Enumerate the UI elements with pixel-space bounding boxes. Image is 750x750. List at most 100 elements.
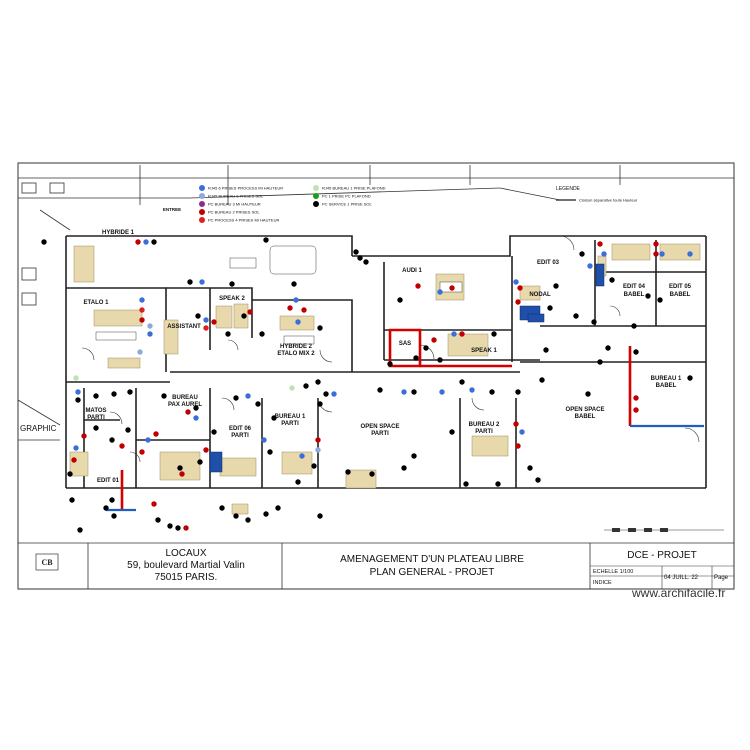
outlet-marker [411,453,417,459]
outlet-marker [469,387,475,393]
outlet-marker [415,283,421,289]
outlet-marker [491,331,497,337]
room-label: ASSISTANT [167,324,201,330]
legend-swatch [199,193,205,199]
outlet-marker [145,437,151,443]
outlet-marker [147,331,153,337]
outlet-marker [345,469,351,475]
outlet-marker [137,349,143,355]
outlet-marker [495,481,501,487]
outlet-marker [139,307,145,313]
outlet-marker [401,465,407,471]
outlet-marker [109,437,115,443]
outlet-marker [513,279,519,285]
legend-swatch [199,217,205,223]
outlet-marker [353,249,359,255]
outlet-marker [631,323,637,329]
outlet-marker [411,389,417,395]
graphic-label: GRAPHIC [20,424,57,433]
legend-label: PC BUREAU 2 PRISES SOL [208,210,260,215]
outlet-marker [653,241,659,247]
outlet-marker [413,355,419,361]
outlet-marker [437,289,443,295]
outlet-marker [229,281,235,287]
room-label: PARTI [87,415,105,421]
outlet-marker [71,457,77,463]
outlet-marker [301,307,307,313]
outlet-marker [183,525,189,531]
outlet-marker [303,383,309,389]
outlets-layer [41,237,693,533]
outlet-marker [515,389,521,395]
outlet-marker [127,389,133,395]
outlet-marker [193,405,199,411]
outlet-marker [179,471,185,477]
room-label: EDIT 06 [229,426,252,432]
room-label: BABEL [624,292,645,298]
room-label: ETALO 1 [84,300,110,306]
outlet-marker [187,279,193,285]
outlet-marker [167,523,173,529]
room-label: EDIT 04 [623,284,646,290]
room-labels: HYBRIDE 1 ETALO 1 ASSISTANT SPEAK 2 HYBR… [20,207,692,484]
outlet-marker [323,391,329,397]
outlet-marker [397,297,403,303]
outlet-marker [315,447,321,453]
room-label: BUREAU [172,395,198,401]
outlet-marker [543,347,549,353]
outlet-marker [553,283,559,289]
room-label: OPEN SPACE [566,407,605,413]
outlet-marker [317,401,323,407]
outlet-marker [245,393,251,399]
outlet-marker [585,391,591,397]
door-swings [81,235,700,463]
outlet-marker [315,437,321,443]
outlet-marker [315,379,321,385]
outlet-marker [151,239,157,245]
locaux-title: LOCAUX [165,548,206,559]
room-label: PARTI [475,429,493,435]
legend-label: PC 1 PRISE PC PLAFOND [322,194,371,199]
legend-label: PC SERVICE 1 PRISE SOL [322,202,372,207]
firm-logo [35,553,59,571]
outlet-marker [193,415,199,421]
legend-label: PC BUREAU 3 MI HAUTEUR [208,202,261,207]
furniture [69,243,701,515]
room-label: BUREAU 1 [275,414,306,420]
outlet-marker [601,251,607,257]
outlet-marker [139,317,145,323]
outlet-marker [535,477,541,483]
outlet-marker [547,305,553,311]
outlet-marker [203,325,209,331]
legend-title: LEGENDE [556,186,581,192]
outlet-marker [597,359,603,365]
outlet-marker [233,395,239,401]
outlet-marker [147,323,153,329]
room-label: PARTI [281,421,299,427]
outlet-marker [687,375,693,381]
outlet-marker [161,393,167,399]
outlet-marker [125,427,131,433]
outlet-marker [263,511,269,517]
outlet-marker [573,313,579,319]
scale-label: ECHELLE 1/100 [593,569,633,575]
room-label: EDIT 05 [669,284,692,290]
outlet-marker [73,445,79,451]
outlet-marker [645,293,651,299]
room-label: MATOS [85,408,106,414]
legend-label: RJ45 BUREAU 3 PRISES SOL [208,194,264,199]
project-subtitle: PLAN GENERAL - PROJET [370,567,495,578]
outlet-marker [299,453,305,459]
room-label: OPEN SPACE [361,424,400,430]
outlet-marker [401,389,407,395]
room-label: BABEL [656,383,677,389]
outlet-marker [369,471,375,477]
room-label: AUDI 1 [402,268,422,274]
outlet-marker [515,299,521,305]
outlet-marker [103,505,109,511]
outlet-marker [139,449,145,455]
outlet-marker [177,465,183,471]
phase-label: DCE - PROJET [627,550,696,561]
outlet-marker [271,415,277,421]
outlet-marker [203,317,209,323]
